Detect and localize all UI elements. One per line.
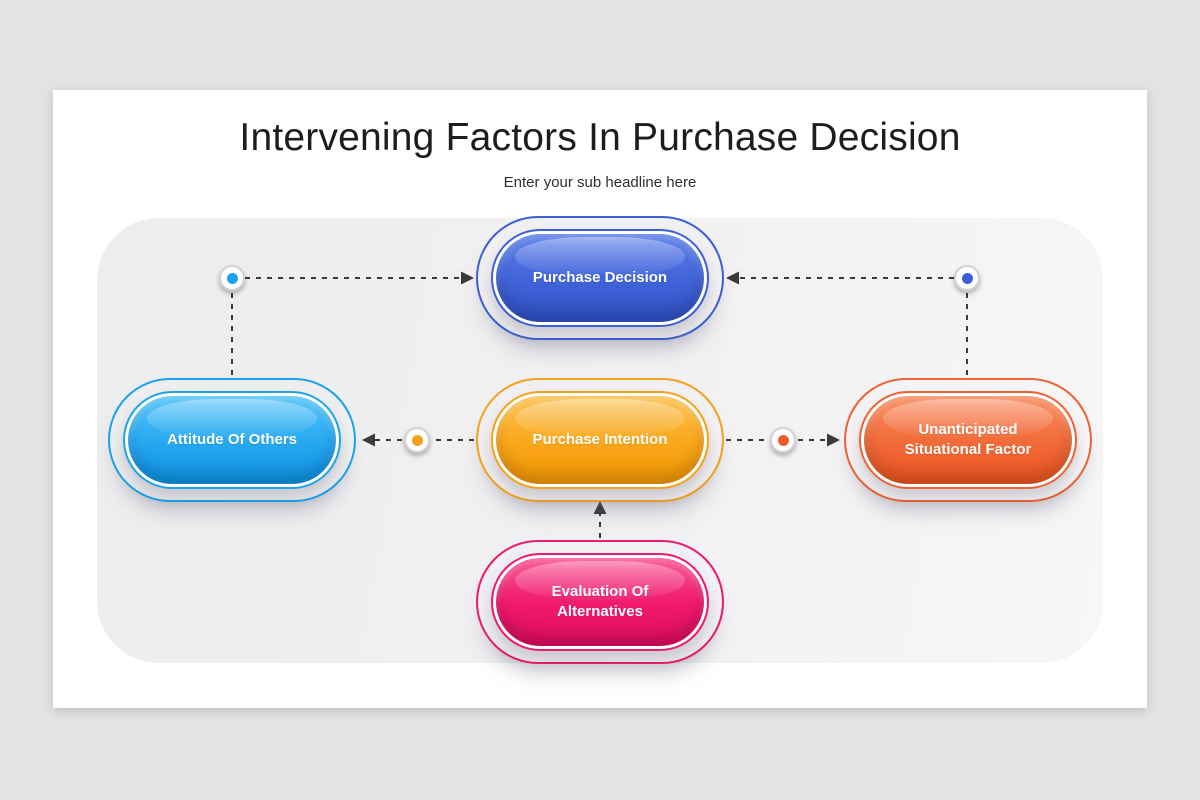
node-attitude-of-others[interactable]: Attitude Of Others [108,378,356,502]
node-purchase-intention[interactable]: Purchase Intention [476,378,724,502]
node-ring: Purchase Intention [491,391,709,489]
node-ring: Evaluation Of Alternatives [491,553,709,651]
node-purchase-decision[interactable]: Purchase Decision [476,216,724,340]
node-ring: Attitude Of Others [123,391,341,489]
node-ring: Purchase Decision [491,229,709,327]
node-label: Unanticipated Situational Factor [904,420,1032,458]
dot-core-icon [411,434,423,446]
node-label: Purchase Decision [532,268,668,286]
page-subtitle: Enter your sub headline here [503,174,697,191]
connector-dot-middle-right [770,427,796,453]
node-label: Evaluation Of Alternatives [551,582,649,620]
page-title: Intervening Factors In Purchase Decision [239,116,961,159]
node-pill: Purchase Intention [496,396,704,484]
node-pill: Attitude Of Others [128,396,336,484]
dot-core-icon [777,434,789,446]
node-label: Purchase Intention [532,430,668,448]
connector-dot-top-left [219,265,245,291]
dot-core-icon [226,272,238,284]
node-unanticipated-situational-factor[interactable]: Unanticipated Situational Factor [844,378,1092,502]
connector-dot-middle-left [404,427,430,453]
dot-core-icon [961,272,973,284]
node-pill: Purchase Decision [496,234,704,322]
slide-canvas: Intervening Factors In Purchase Decision… [53,90,1147,708]
node-pill: Evaluation Of Alternatives [496,558,704,646]
node-ring: Unanticipated Situational Factor [859,391,1077,489]
node-evaluation-of-alternatives[interactable]: Evaluation Of Alternatives [476,540,724,664]
node-label: Attitude Of Others [167,430,297,448]
connector-dot-top-right [954,265,980,291]
node-pill: Unanticipated Situational Factor [864,396,1072,484]
